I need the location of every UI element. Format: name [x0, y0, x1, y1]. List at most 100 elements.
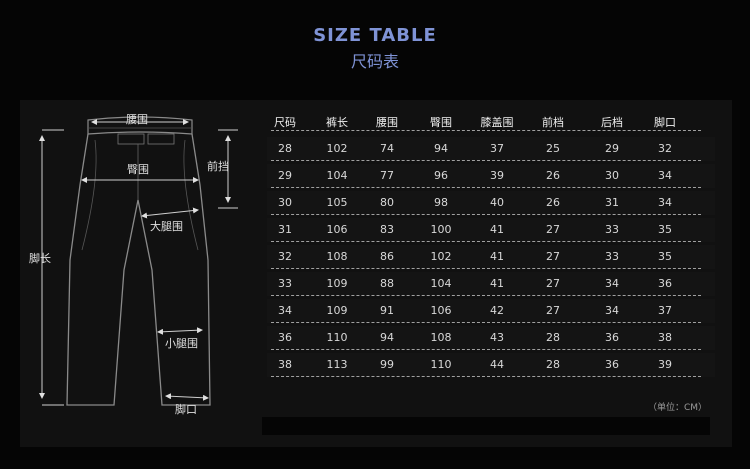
- cell-knee: 41: [490, 223, 504, 236]
- header-knee: 膝盖围: [480, 116, 514, 129]
- label-thigh: 大腿围: [150, 220, 183, 233]
- cell-length: 109: [326, 277, 348, 290]
- cell-hem: 37: [658, 304, 672, 317]
- cell-back-rise: 33: [605, 223, 619, 236]
- label-hip: 臀围: [127, 163, 149, 176]
- table-row: 34 109 91 106 42 27 34 37: [255, 296, 715, 323]
- label-waist: 腰围: [126, 113, 148, 126]
- cell-knee: 37: [490, 142, 504, 155]
- cell-length: 105: [326, 196, 348, 209]
- unit-note: （单位：CM）: [648, 403, 708, 413]
- cell-back-rise: 33: [605, 250, 619, 263]
- cell-front-rise: 28: [546, 358, 560, 371]
- cell-size: 30: [278, 196, 292, 209]
- cell-waist: 77: [380, 169, 394, 182]
- cell-front-rise: 27: [546, 277, 560, 290]
- cell-length: 109: [326, 304, 348, 317]
- cell-back-rise: 36: [605, 358, 619, 371]
- header-back-rise: 后档: [601, 116, 623, 129]
- cell-length: 102: [326, 142, 348, 155]
- cell-hip: 102: [430, 250, 452, 263]
- cell-waist: 91: [380, 304, 394, 317]
- title-en: SIZE TABLE: [313, 25, 437, 46]
- cell-front-rise: 28: [546, 331, 560, 344]
- label-calf: 小腿围: [165, 337, 198, 350]
- cell-hem: 34: [658, 196, 672, 209]
- cell-back-rise: 34: [605, 277, 619, 290]
- table-row: 32 108 86 102 41 27 33 35: [255, 242, 715, 269]
- table-row: 36 110 94 108 43 28 36 38: [255, 323, 715, 350]
- cell-knee: 41: [490, 277, 504, 290]
- table-row: 30 105 80 98 40 26 31 34: [255, 188, 715, 215]
- cell-hem: 35: [658, 223, 672, 236]
- label-hem: 脚口: [175, 403, 197, 416]
- cell-front-rise: 26: [546, 169, 560, 182]
- pants-illustration: [39, 116, 238, 406]
- cell-hip: 108: [430, 331, 452, 344]
- cell-front-rise: 27: [546, 223, 560, 236]
- cell-waist: 80: [380, 196, 394, 209]
- cell-front-rise: 27: [546, 250, 560, 263]
- cell-hem: 35: [658, 250, 672, 263]
- table-row: 38 113 99 110 44 28 36 39: [255, 350, 715, 377]
- table-row: 28 102 74 94 37 25 29 32: [255, 134, 715, 161]
- cell-hip: 98: [434, 196, 448, 209]
- footer-bar: [262, 417, 710, 435]
- cell-hip: 100: [430, 223, 452, 236]
- cell-hip: 106: [430, 304, 452, 317]
- cell-waist: 83: [380, 223, 394, 236]
- title-cn: 尺码表: [350, 52, 399, 71]
- cell-length: 113: [326, 358, 348, 371]
- cell-size: 34: [278, 304, 292, 317]
- cell-waist: 99: [380, 358, 394, 371]
- label-front-rise: 前挡: [207, 160, 229, 173]
- cell-hip: 94: [434, 142, 448, 155]
- cell-length: 110: [326, 331, 348, 344]
- header-length: 裤长: [326, 116, 348, 129]
- table-row: 31 106 83 100 41 27 33 35: [255, 215, 715, 242]
- cell-length: 104: [326, 169, 348, 182]
- cell-hip: 104: [430, 277, 452, 290]
- cell-size: 28: [278, 142, 292, 155]
- pants-diagram: 腰围 臀围 前挡 大腿围 脚长 小腿围 脚口: [20, 100, 265, 447]
- cell-knee: 39: [490, 169, 504, 182]
- cell-length: 106: [326, 223, 348, 236]
- cell-hem: 39: [658, 358, 672, 371]
- header-front-rise: 前档: [542, 116, 564, 129]
- cell-knee: 44: [490, 358, 504, 371]
- cell-waist: 88: [380, 277, 394, 290]
- header-size: 尺码: [274, 116, 296, 129]
- cell-waist: 74: [380, 142, 394, 155]
- cell-size: 33: [278, 277, 292, 290]
- cell-hip: 96: [434, 169, 448, 182]
- cell-length: 108: [326, 250, 348, 263]
- header-hip: 臀围: [430, 116, 452, 129]
- cell-hem: 32: [658, 142, 672, 155]
- cell-size: 32: [278, 250, 292, 263]
- cell-waist: 86: [380, 250, 394, 263]
- cell-knee: 43: [490, 331, 504, 344]
- table-header: 尺码 裤长 腰围 臀围 膝盖围 前档 后档 脚口: [255, 108, 715, 131]
- cell-back-rise: 29: [605, 142, 619, 155]
- cell-back-rise: 36: [605, 331, 619, 344]
- cell-size: 29: [278, 169, 292, 182]
- header-hem: 脚口: [654, 116, 676, 129]
- cell-hem: 38: [658, 331, 672, 344]
- cell-front-rise: 26: [546, 196, 560, 209]
- header-separator: [271, 130, 701, 131]
- cell-front-rise: 25: [546, 142, 560, 155]
- cell-size: 38: [278, 358, 292, 371]
- cell-back-rise: 31: [605, 196, 619, 209]
- cell-knee: 40: [490, 196, 504, 209]
- cell-back-rise: 34: [605, 304, 619, 317]
- label-length: 脚长: [29, 252, 51, 265]
- cell-hem: 34: [658, 169, 672, 182]
- table-row: 29 104 77 96 39 26 30 34: [255, 161, 715, 188]
- cell-back-rise: 30: [605, 169, 619, 182]
- table-row: 33 109 88 104 41 27 34 36: [255, 269, 715, 296]
- cell-size: 36: [278, 331, 292, 344]
- header-waist: 腰围: [376, 116, 398, 129]
- cell-knee: 41: [490, 250, 504, 263]
- cell-front-rise: 27: [546, 304, 560, 317]
- cell-waist: 94: [380, 331, 394, 344]
